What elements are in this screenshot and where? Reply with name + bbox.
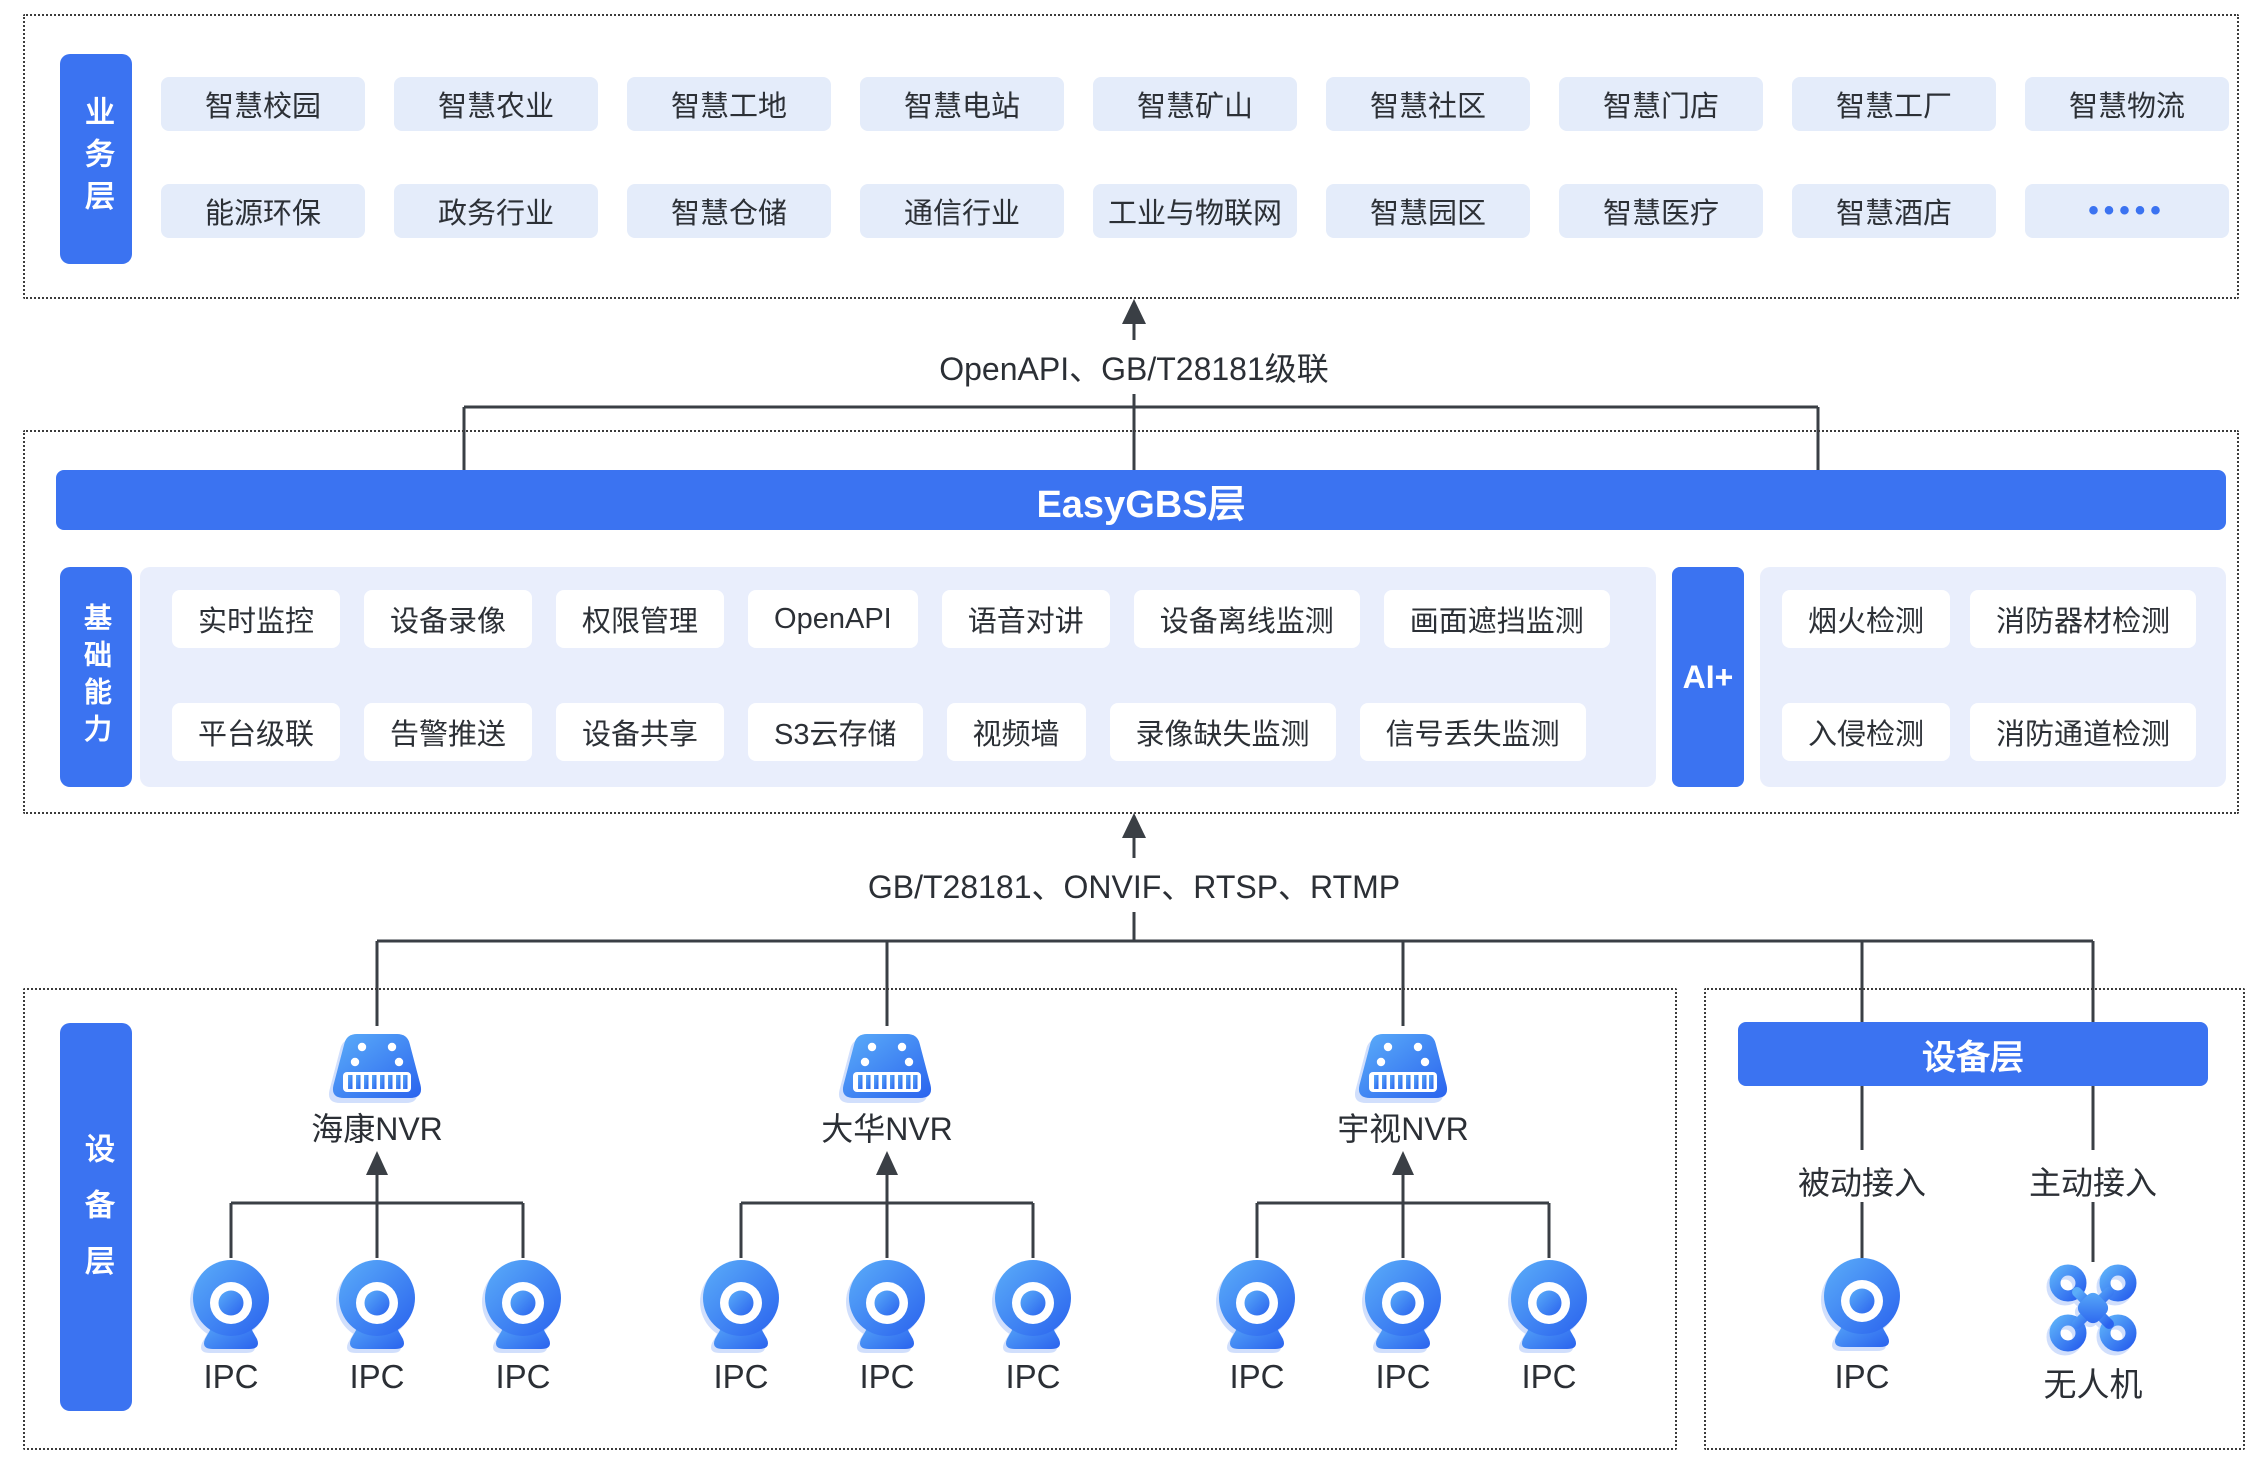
easygbs-banner-label: EasyGBS层 [1036, 483, 1246, 526]
capability-chip: 设备录像 [364, 590, 533, 648]
business-chip: 智慧矿山 [1093, 77, 1297, 131]
more-dots: ••••• [2025, 184, 2229, 238]
ipc-camera-icon [1211, 1258, 1303, 1354]
ai-row-2: 入侵检测 消防通道检测 [1782, 703, 2197, 761]
device-layer-banner-label: 设备层 [1922, 1038, 2024, 1077]
nvr-recorder-icon [324, 1030, 430, 1108]
business-chip: 通信行业 [860, 184, 1064, 238]
ai-capability-chip: 烟火检测 [1782, 590, 1951, 648]
business-chip: 智慧工厂 [1792, 77, 1996, 131]
business-chip: 智慧农业 [394, 77, 598, 131]
nvr-name: 宇视NVR [1337, 1111, 1469, 1147]
business-row-1: 智慧校园 智慧农业 智慧工地 智慧电站 智慧矿山 智慧社区 智慧门店 智慧工厂 … [161, 77, 2229, 131]
business-layer-label: 业务层 [80, 96, 113, 222]
ipc-camera-icon [1816, 1256, 1908, 1352]
access-mode-label: 被动接入 [1797, 1165, 1927, 1201]
base-capability-row-2: 平台级联 告警推送 设备共享 S3云存储 视频墙 录像缺失监测 信号丢失监测 [172, 703, 1586, 761]
business-chip: 能源环保 [161, 184, 365, 238]
easygbs-banner: EasyGBS层 [56, 470, 2226, 530]
nvr-name: 大华NVR [821, 1111, 953, 1147]
ipc-label: IPC [1375, 1358, 1431, 1395]
ai-capability-chip: 消防通道检测 [1970, 703, 2197, 761]
business-chip: 工业与物联网 [1093, 184, 1297, 238]
base-capability-row-1: 实时监控 设备录像 权限管理 OpenAPI 语音对讲 设备离线监测 画面遮挡监… [172, 590, 1610, 648]
business-chip: 智慧物流 [2025, 77, 2229, 131]
ipc-label: IPC [349, 1358, 405, 1395]
top-connector-label: OpenAPI、GB/T28181级联 [921, 340, 1347, 394]
device-layer-sidebar: 设备层 [60, 1023, 132, 1411]
capability-chip: S3云存储 [748, 703, 923, 761]
capability-chip: 权限管理 [556, 590, 725, 648]
ai-plus-sidebar: AI+ [1672, 567, 1744, 787]
device-name: 无人机 [2043, 1366, 2143, 1403]
ipc-camera-icon [331, 1258, 423, 1354]
business-chip: 智慧电站 [860, 77, 1064, 131]
capability-chip: 设备共享 [556, 703, 725, 761]
nvr-recorder-icon [834, 1030, 940, 1108]
business-chip: 智慧仓储 [627, 184, 831, 238]
business-chip: 智慧社区 [1326, 77, 1530, 131]
base-capability-label: 基础能力 [81, 603, 112, 751]
business-layer-box [23, 14, 2239, 299]
business-chip: 智慧工地 [627, 77, 831, 131]
bottom-connector-label: GB/T28181、ONVIF、RTSP、RTMP [849, 858, 1419, 912]
ipc-camera-icon [477, 1258, 569, 1354]
capability-chip: 信号丢失监测 [1359, 703, 1586, 761]
capability-chip: 设备离线监测 [1133, 590, 1360, 648]
business-layer-sidebar: 业务层 [60, 54, 132, 264]
ipc-label: IPC [859, 1358, 915, 1395]
ipc-label: IPC [1229, 1358, 1285, 1395]
base-capability-sidebar: 基础能力 [60, 567, 132, 787]
capability-chip: 平台级联 [172, 703, 341, 761]
device-layer-banner: 设备层 [1738, 1022, 2208, 1086]
ipc-camera-icon [185, 1258, 277, 1354]
ipc-camera-icon [1357, 1258, 1449, 1354]
ai-capability-chip: 消防器材检测 [1970, 590, 2197, 648]
ipc-label: IPC [1521, 1358, 1577, 1395]
direct-device-box [1704, 988, 2245, 1450]
ipc-label: IPC [203, 1358, 259, 1395]
business-chip: 智慧校园 [161, 77, 365, 131]
capability-chip: OpenAPI [748, 590, 918, 648]
ipc-camera-icon [695, 1258, 787, 1354]
business-chip: 智慧门店 [1559, 77, 1763, 131]
access-mode-label: 主动接入 [2028, 1165, 2158, 1201]
business-chip: 政务行业 [394, 184, 598, 238]
ipc-label: IPC [713, 1358, 769, 1395]
capability-chip: 录像缺失监测 [1109, 703, 1336, 761]
capability-chip: 画面遮挡监测 [1383, 590, 1610, 648]
nvr-name: 海康NVR [311, 1111, 443, 1147]
capability-chip: 视频墙 [946, 703, 1086, 761]
ipc-camera-icon [1503, 1258, 1595, 1354]
ipc-camera-icon [987, 1258, 1079, 1354]
business-row-2: 能源环保 政务行业 智慧仓储 通信行业 工业与物联网 智慧园区 智慧医疗 智慧酒… [161, 184, 2229, 238]
ai-plus-label: AI+ [1682, 659, 1734, 695]
business-chip: 智慧酒店 [1792, 184, 1996, 238]
drone-icon [2047, 1262, 2139, 1354]
device-name: IPC [1834, 1358, 1890, 1395]
ipc-label: IPC [1005, 1358, 1061, 1395]
nvr-recorder-icon [1350, 1030, 1456, 1108]
easygbs-layer-box [23, 430, 2239, 814]
ai-capability-chip: 入侵检测 [1782, 703, 1951, 761]
ai-row-1: 烟火检测 消防器材检测 [1782, 590, 2197, 648]
business-chip: 智慧园区 [1326, 184, 1530, 238]
ipc-label: IPC [495, 1358, 551, 1395]
device-layer-box [23, 988, 1677, 1450]
capability-chip: 语音对讲 [941, 590, 1110, 648]
device-layer-label: 设备层 [80, 1133, 113, 1301]
capability-chip: 告警推送 [364, 703, 533, 761]
ipc-camera-icon [841, 1258, 933, 1354]
capability-chip: 实时监控 [172, 590, 341, 648]
business-chip: 智慧医疗 [1559, 184, 1763, 238]
